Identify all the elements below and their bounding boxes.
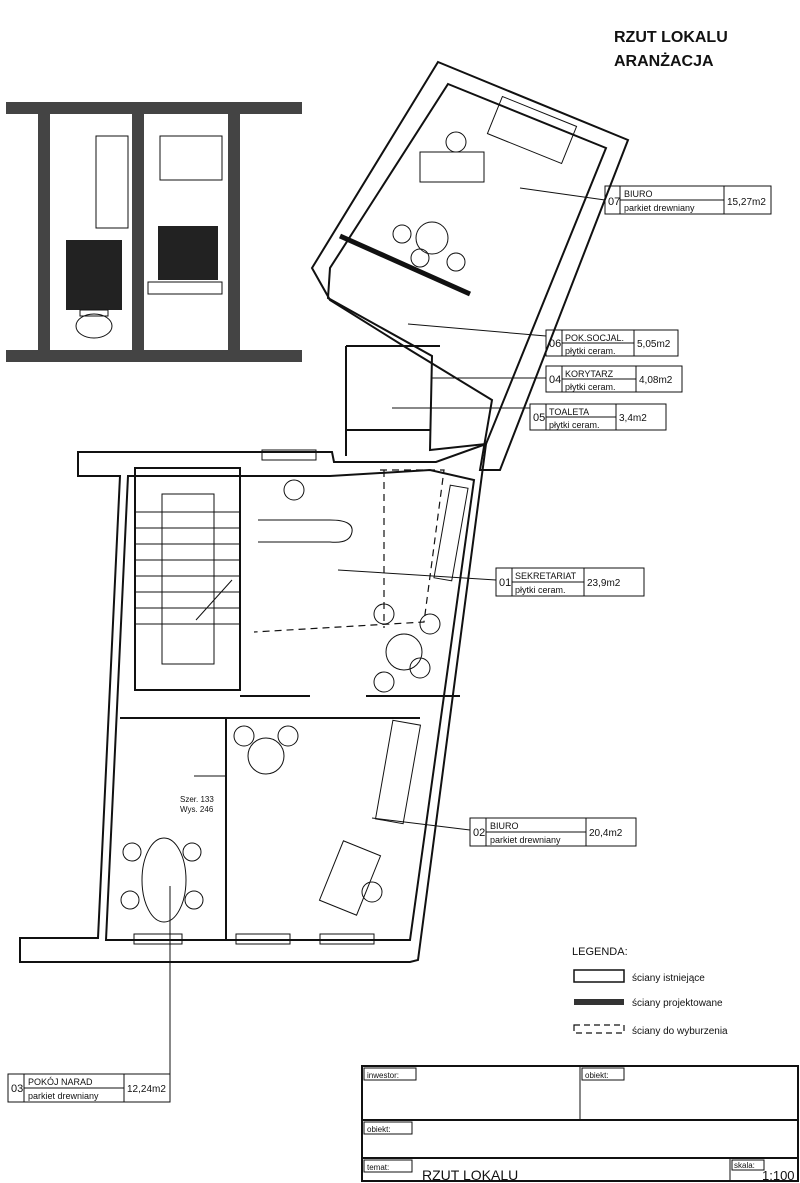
room-area: 3,4m2 xyxy=(619,413,647,424)
room-number: 03 xyxy=(11,1083,23,1095)
plan-title-line1: RZUT LOKALU xyxy=(614,29,728,46)
object-label: obiekt: xyxy=(585,1071,609,1080)
room-name: KORYTARZ xyxy=(565,369,614,379)
room-finish: płytki ceram. xyxy=(565,346,616,356)
title-block: inwestor: obiekt: obiekt: temat: RZUT LO… xyxy=(361,1065,799,1183)
room-finish: parkiet drewniany xyxy=(28,1091,99,1101)
plan-title-line2: ARANŻACJA xyxy=(614,52,714,70)
room-label-01: 01 SEKRETARIAT płytki ceram. 23,9m2 xyxy=(337,567,645,597)
room-area: 12,24m2 xyxy=(127,1084,166,1095)
bathroom-inset-detail xyxy=(6,102,302,362)
room-area: 5,05m2 xyxy=(637,339,671,350)
legend-title: LEGENDA: xyxy=(572,946,628,958)
room-finish: płytki ceram. xyxy=(565,382,616,392)
room-number: 04 xyxy=(549,374,561,386)
legend-swatch-designed xyxy=(574,999,624,1005)
apartment-walls xyxy=(19,60,630,963)
scale-value: 1:100 xyxy=(762,1168,795,1183)
furniture xyxy=(120,95,578,945)
subject-value: RZUT LOKALU xyxy=(422,1167,518,1183)
room-number: 01 xyxy=(499,577,511,589)
room-name: BIURO xyxy=(490,821,519,831)
room-finish: parkiet drewniany xyxy=(490,835,561,845)
room-number: 06 xyxy=(549,338,561,350)
room-name: POK.SOCJAL. xyxy=(565,333,624,343)
room-finish: parkiet drewniany xyxy=(624,203,695,213)
room-name: POKÓJ NARAD xyxy=(28,1077,93,1087)
room-label-04: 04 KORYTARZ płytki ceram. 4,08m2 xyxy=(432,365,683,393)
room-area: 23,9m2 xyxy=(587,578,621,589)
legend-label-designed: ściany projektowane xyxy=(632,998,723,1009)
room-label-07: 07 BIURO parkiet drewniany 15,27m2 xyxy=(519,185,772,215)
legend-label-existing: ściany istniejące xyxy=(632,973,705,984)
legend: LEGENDA: ściany istniejące ściany projek… xyxy=(572,946,728,1037)
legend-swatch-demolish xyxy=(573,1024,625,1034)
room-label-03: 03 POKÓJ NARAD parkiet drewniany 12,24m2 xyxy=(7,886,171,1103)
room-number: 05 xyxy=(533,412,545,424)
room-number: 07 xyxy=(608,196,620,208)
door-width-note: Szer. 133 xyxy=(180,795,214,804)
room-name: SEKRETARIAT xyxy=(515,571,577,581)
room-name: BIURO xyxy=(624,189,653,199)
object2-label: obiekt: xyxy=(367,1125,391,1134)
room-area: 4,08m2 xyxy=(639,375,673,386)
door-height-note: Wys. 246 xyxy=(180,805,214,814)
room-label-05: 05 TOALETA płytki ceram. 3,4m2 xyxy=(392,403,667,431)
room-finish: płytki ceram. xyxy=(549,420,600,430)
legend-swatch-existing xyxy=(573,969,625,983)
subject-label: temat: xyxy=(367,1163,389,1172)
room-label-02: 02 BIURO parkiet drewniany 20,4m2 xyxy=(371,817,637,847)
investor-label: inwestor: xyxy=(367,1071,399,1080)
room-finish: płytki ceram. xyxy=(515,585,566,595)
room-name: TOALETA xyxy=(549,407,589,417)
room-area: 20,4m2 xyxy=(589,828,623,839)
room-label-06: 06 POK.SOCJAL. płytki ceram. 5,05m2 xyxy=(407,323,679,357)
room-number: 02 xyxy=(473,827,485,839)
room-area: 15,27m2 xyxy=(727,197,766,208)
legend-label-demolish: ściany do wyburzenia xyxy=(632,1026,728,1037)
scale-label: skala: xyxy=(734,1161,755,1170)
